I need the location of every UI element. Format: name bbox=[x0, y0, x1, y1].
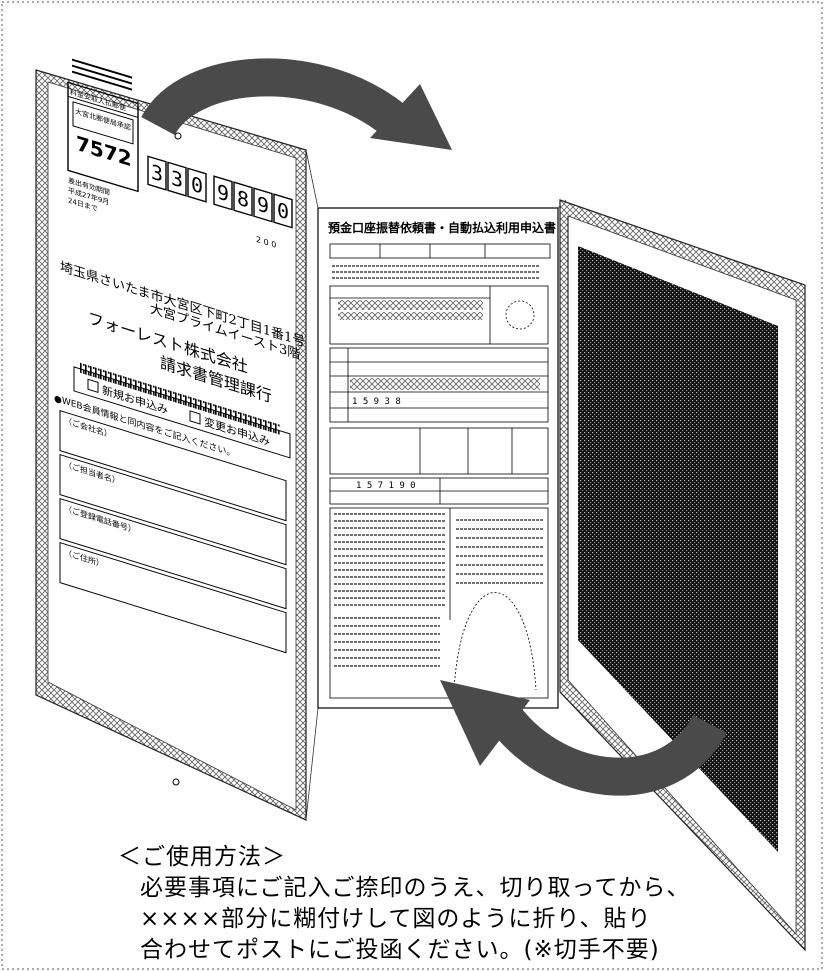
fold-arrow-bottom bbox=[440, 680, 727, 796]
entry-field-box bbox=[59, 541, 287, 654]
envelope-face bbox=[47, 81, 297, 811]
postal-digit-box bbox=[233, 181, 253, 217]
entry-field-box bbox=[59, 497, 287, 610]
postal-digit-box bbox=[253, 187, 273, 223]
postal-digit: 9 bbox=[217, 180, 229, 207]
privacy-pattern bbox=[578, 246, 778, 852]
form-number-1: 1 5 7 1 9 0 bbox=[356, 481, 416, 491]
new-application-checkbox bbox=[87, 378, 99, 394]
form-title: 預金口座振替依頼書・自動払込利用申込書 bbox=[328, 220, 556, 235]
entry-field-box bbox=[59, 409, 287, 522]
punch-hole-top bbox=[174, 132, 182, 140]
fold-arrow-top bbox=[141, 58, 452, 150]
postal-digit-box bbox=[187, 167, 207, 203]
postal-digit: 3 bbox=[171, 166, 183, 193]
postal-digit-box bbox=[213, 175, 233, 211]
instructions-line3: 合わせてポストにご投函ください。(※切手不要) bbox=[140, 937, 660, 963]
postal-digit-box bbox=[273, 193, 293, 229]
back-panel bbox=[559, 199, 806, 952]
entry-field-box bbox=[59, 453, 287, 566]
postal-digit-box bbox=[147, 155, 167, 191]
customer-barcode bbox=[80, 362, 280, 435]
postal-digit: 8 bbox=[237, 186, 249, 213]
postal-digit-box bbox=[167, 161, 187, 197]
postal-digit: 3 bbox=[151, 160, 163, 187]
envelope-panel: 料金受取人払郵便 大宮北郵便局承認 7572 差出有効期間 平成27年9月 24… bbox=[35, 58, 307, 821]
instructions-line1: 必要事項にご記入ご捺印のうえ、切り取ってから、 bbox=[140, 875, 691, 901]
postal-digit: 0 bbox=[191, 172, 203, 199]
postal-digit: 0 bbox=[277, 198, 289, 225]
form-panel: 預金口座振替依頼書・自動払込利用申込書 bbox=[305, 149, 567, 821]
change-application-checkbox bbox=[189, 410, 201, 425]
punch-hole-bottom bbox=[172, 778, 180, 786]
instructions-heading: ＜ご使用方法＞ bbox=[118, 844, 286, 870]
postal-digit: 9 bbox=[257, 192, 269, 219]
form-sheet bbox=[317, 207, 559, 709]
instructions-line2: ××××部分に糊付けして図のように折り、貼り bbox=[140, 906, 652, 932]
form-number-2: 1 5 9 3 8 bbox=[352, 397, 401, 407]
usage-instructions: ＜ご使用方法＞ 必要事項にご記入ご捺印のうえ、切り取ってから、 ××××部分に糊… bbox=[118, 842, 808, 966]
